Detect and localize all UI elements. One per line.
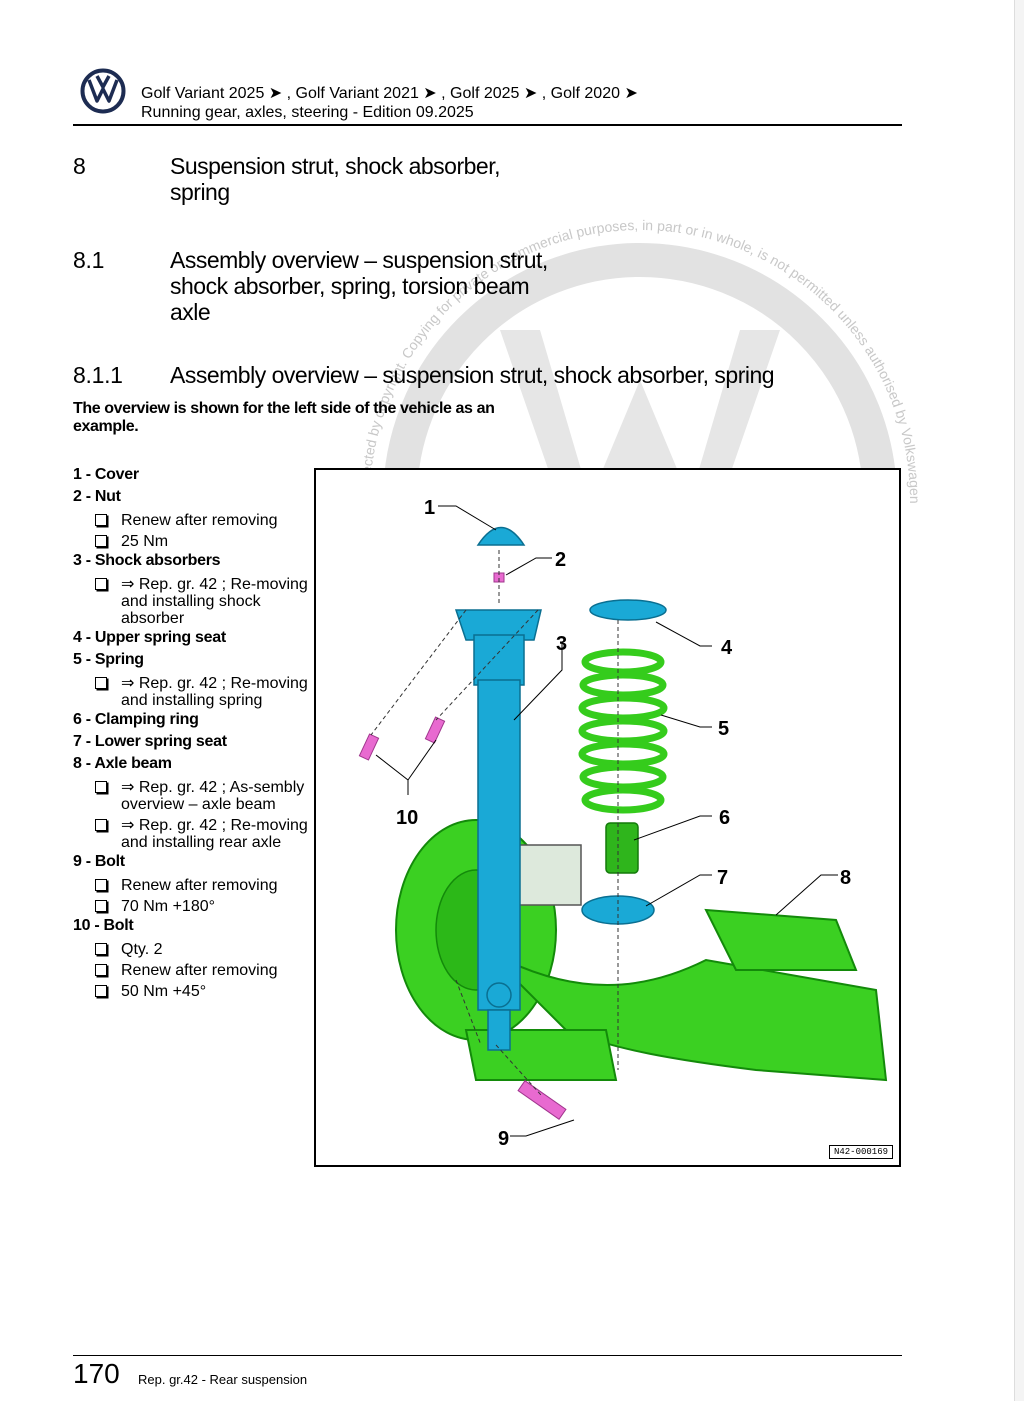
footer-rule — [73, 1355, 902, 1356]
legend-list: 1 - Cover 2 - Nut Renew after removing 2… — [73, 464, 308, 1000]
heading-number: 8.1.1 — [73, 362, 123, 388]
figure-id: N42-000169 — [828, 1145, 893, 1159]
legend-note: Renew after removing — [73, 512, 308, 529]
heading-title: Assembly overview – suspension strut, sh… — [170, 247, 548, 325]
legend-item-title: 2 - Nut — [73, 488, 121, 505]
legend-note: Qty. 2 — [73, 941, 308, 958]
checkbox-icon — [95, 677, 107, 689]
callout-1: 1 — [424, 497, 435, 519]
bolt-9-illustration — [517, 1080, 567, 1120]
legend-link[interactable]: ⇒ Rep. gr. 42 ; Re-moving and installing… — [73, 817, 308, 851]
leader-lines — [375, 505, 838, 1137]
axle-beam-illustration — [395, 819, 888, 1082]
legend-item: 7 - Lower spring seat — [73, 733, 308, 753]
callout-5: 5 — [718, 718, 729, 740]
legend-note: 50 Nm +45° — [73, 983, 308, 1000]
checkbox-icon — [95, 879, 107, 891]
legend-item: 4 - Upper spring seat — [73, 629, 308, 649]
upper-spring-seat-illustration — [589, 599, 667, 621]
checkbox-icon — [95, 964, 107, 976]
checkbox-icon — [95, 985, 107, 997]
checkbox-icon — [95, 781, 107, 793]
header-models: Golf Variant 2025 ➤ , Golf Variant 2021 … — [141, 85, 638, 102]
callout-6: 6 — [719, 807, 730, 829]
legend-link[interactable]: ⇒ Rep. gr. 42 ; Re-moving and installing… — [73, 576, 308, 627]
legend-item-title: 9 - Bolt — [73, 853, 125, 870]
header-rule — [73, 124, 902, 126]
legend-note: Renew after removing — [73, 962, 308, 979]
alignment-lines — [370, 550, 619, 1096]
heading-title: Suspension strut, shock absorber, spring — [170, 153, 500, 205]
callout-3: 3 — [556, 633, 567, 655]
legend-link[interactable]: ⇒ Rep. gr. 42 ; Re-moving and installing… — [73, 675, 308, 709]
legend-item-title: 7 - Lower spring seat — [73, 733, 227, 750]
legend-item-title: 5 - Spring — [73, 651, 144, 668]
spring-illustration — [578, 648, 668, 814]
legend-item-title: 1 - Cover — [73, 466, 139, 483]
watermark: Protected by copyright. Copying for priv… — [340, 170, 923, 600]
callout-9: 9 — [498, 1128, 509, 1150]
cover-illustration — [476, 526, 526, 546]
volkswagen-logo — [80, 68, 126, 114]
footer-text: Rep. gr.42 - Rear suspension — [138, 1372, 308, 1387]
exploded-view-figure: 1 2 3 4 5 6 7 8 9 10 N42-000169 — [314, 468, 901, 1167]
exploded-view-drawing: 1 2 3 4 5 6 7 8 9 10 — [358, 497, 888, 1150]
legend-item: 9 - Bolt Renew after removing 70 Nm +180… — [73, 853, 308, 915]
heading-number: 8.1 — [73, 247, 105, 273]
callout-2: 2 — [555, 549, 566, 571]
legend-note: 25 Nm — [73, 533, 308, 550]
heading-number: 8 — [73, 153, 86, 179]
legend-item-title: 10 - Bolt — [73, 917, 134, 934]
legend-link[interactable]: ⇒ Rep. gr. 42 ; As-sembly overview – axl… — [73, 779, 308, 813]
legend-item: 2 - Nut Renew after removing 25 Nm — [73, 488, 308, 550]
callout-7: 7 — [717, 867, 728, 889]
checkbox-icon — [95, 900, 107, 912]
legend-item: 1 - Cover — [73, 466, 308, 486]
clamping-ring-illustration — [605, 822, 639, 874]
page-number: 170 — [73, 1358, 120, 1389]
bolt-10-illustration — [358, 716, 446, 761]
callout-8: 8 — [840, 867, 851, 889]
legend-item: 10 - Bolt Qty. 2 Renew after removing 50… — [73, 917, 308, 1000]
callout-10: 10 — [396, 807, 418, 829]
checkbox-icon — [95, 943, 107, 955]
shock-absorber-illustration — [454, 609, 542, 1051]
legend-item-title: 6 - Clamping ring — [73, 711, 199, 728]
legend-note: Renew after removing — [73, 877, 308, 894]
legend-item-title: 4 - Upper spring seat — [73, 629, 226, 646]
checkbox-icon — [95, 514, 107, 526]
legend-item: 5 - Spring ⇒ Rep. gr. 42 ; Re-moving and… — [73, 651, 308, 709]
checkbox-icon — [95, 578, 107, 590]
checkbox-icon — [95, 535, 107, 547]
legend-item-title: 3 - Shock absorbers — [73, 552, 221, 569]
checkbox-icon — [95, 819, 107, 831]
legend-item: 6 - Clamping ring — [73, 711, 308, 731]
legend-item: 8 - Axle beam ⇒ Rep. gr. 42 ; As-sembly … — [73, 755, 308, 851]
header-subtitle: Running gear, axles, steering - Edition … — [141, 104, 474, 121]
heading-title: Assembly overview – suspension strut, sh… — [170, 362, 775, 388]
intro-text: The overview is shown for the left side … — [73, 400, 495, 435]
callout-4: 4 — [721, 637, 733, 659]
legend-note: 70 Nm +180° — [73, 898, 308, 915]
legend-item-title: 8 - Axle beam — [73, 755, 172, 772]
legend-item: 3 - Shock absorbers ⇒ Rep. gr. 42 ; Re-m… — [73, 552, 308, 627]
